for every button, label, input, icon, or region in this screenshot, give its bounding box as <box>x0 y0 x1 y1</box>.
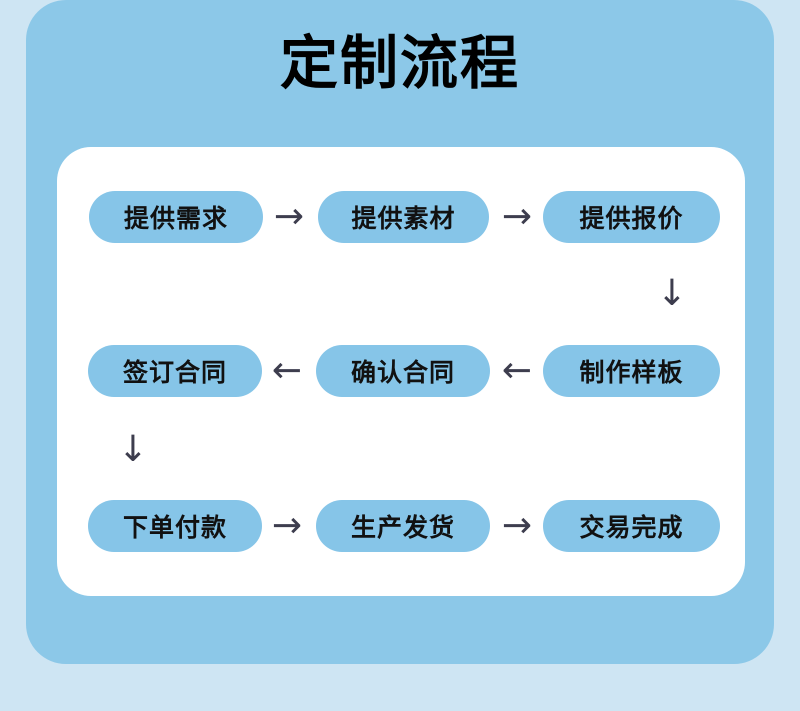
flow-step-transaction-complete[interactable]: 交易完成 <box>543 500 720 552</box>
page-title: 定制流程 <box>279 31 520 96</box>
arrow-down-icon: ↓ <box>656 273 688 314</box>
arrow-down-icon: ↓ <box>117 429 149 470</box>
flow-step-provide-requirements[interactable]: 提供需求 <box>89 191 263 243</box>
flow-step-produce-ship[interactable]: 生产发货 <box>316 500 490 552</box>
flow-step-confirm-contract[interactable]: 确认合同 <box>316 345 490 397</box>
arrow-left-icon: ← <box>501 350 533 391</box>
arrow-left-icon: ← <box>271 350 303 391</box>
arrow-right-icon: → <box>501 196 533 237</box>
flow-step-provide-quote[interactable]: 提供报价 <box>543 191 720 243</box>
arrow-right-icon: → <box>271 505 303 546</box>
flow-step-sign-contract[interactable]: 签订合同 <box>88 345 262 397</box>
arrow-right-icon: → <box>273 196 305 237</box>
arrow-right-icon: → <box>501 505 533 546</box>
flow-step-provide-materials[interactable]: 提供素材 <box>318 191 489 243</box>
flow-step-place-order-payment[interactable]: 下单付款 <box>88 500 262 552</box>
flow-step-make-sample[interactable]: 制作样板 <box>543 345 720 397</box>
